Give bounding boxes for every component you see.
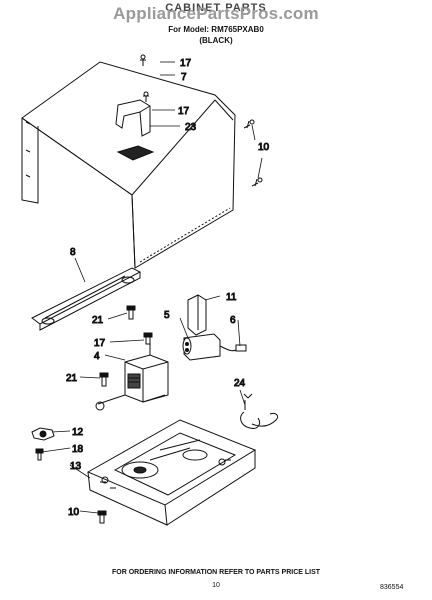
cabinet-wrapper xyxy=(21,54,263,269)
base-pan xyxy=(86,419,257,526)
bottom-rail xyxy=(31,267,142,331)
screw xyxy=(35,448,44,461)
callout-24: 24 xyxy=(234,378,246,389)
leader-lines xyxy=(41,61,263,514)
callout-11: 11 xyxy=(226,292,237,303)
document-code: 836554 xyxy=(380,584,404,591)
callout-18: 18 xyxy=(72,444,84,455)
callout-7: 7 xyxy=(181,72,187,83)
ordering-note: FOR ORDERING INFORMATION REFER TO PARTS … xyxy=(111,569,321,576)
callout-8: 8 xyxy=(70,247,76,258)
callout-21-transformer: 21 xyxy=(66,373,78,384)
callout-21-rail: 21 xyxy=(92,315,104,326)
callout-6: 6 xyxy=(230,315,236,326)
color-variant: (BLACK) xyxy=(199,36,233,45)
diode xyxy=(219,344,247,352)
screw xyxy=(97,510,107,524)
transformer xyxy=(95,340,169,411)
model-line: For Model: RM765PXAB0 xyxy=(168,25,264,34)
section-title: CABINET PARTS xyxy=(165,2,267,14)
wire-harness xyxy=(240,393,279,429)
callout-13: 13 xyxy=(70,461,82,472)
callout-10-bottom: 10 xyxy=(68,507,80,518)
capacitor-bracket xyxy=(187,294,207,336)
callout-10-side: 10 xyxy=(258,142,270,153)
callout-12: 12 xyxy=(72,427,84,438)
capacitor xyxy=(182,333,221,361)
screw xyxy=(99,372,109,387)
thermal-cutout xyxy=(31,427,55,441)
screw xyxy=(143,332,153,345)
callout-17-top: 17 xyxy=(180,58,192,69)
callout-5: 5 xyxy=(164,310,170,321)
callout-4: 4 xyxy=(94,351,100,362)
screw xyxy=(126,305,136,320)
watermark-text: AppliancePartsPros.com xyxy=(113,4,319,23)
callout-23: 23 xyxy=(185,122,197,133)
page-number: 10 xyxy=(212,582,220,589)
callout-17-bracket: 17 xyxy=(178,106,190,117)
callout-labels: 17 7 17 23 10 8 11 21 5 6 17 4 21 24 12 … xyxy=(66,58,271,519)
callout-17-transformer: 17 xyxy=(94,338,106,349)
